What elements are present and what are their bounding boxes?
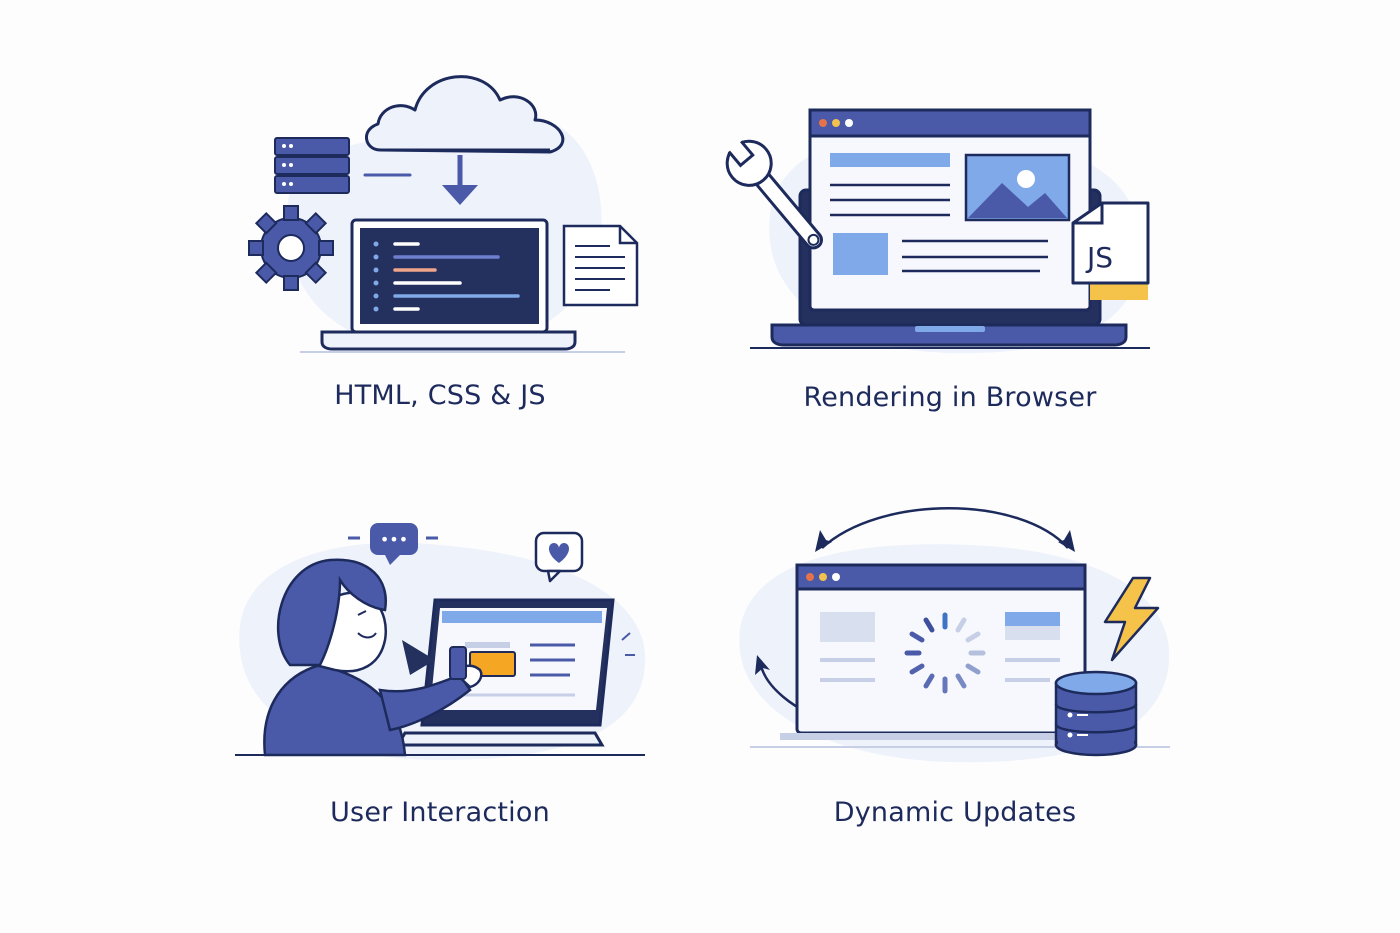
caption-dynamic-updates: Dynamic Updates (833, 797, 1077, 828)
panel-rendering-in-browser: JS Rendering in Browser (725, 95, 1170, 435)
image-icon (964, 153, 1071, 222)
gear-icon (248, 205, 334, 291)
caption-user-interaction: User Interaction (330, 797, 550, 828)
user-interaction-illustration: ••• (235, 523, 646, 760)
caption-html-css-js: HTML, CSS & JS (334, 380, 546, 411)
cloud-icon (365, 75, 565, 154)
panel-user-interaction: ••• (230, 515, 650, 845)
js-badge-text: JS (1085, 241, 1113, 274)
js-file-icon: JS (1071, 201, 1150, 300)
person-icon (263, 558, 483, 757)
cursor-icon (402, 640, 435, 675)
document-icon (562, 224, 639, 307)
dynamic-updates-illustration (739, 507, 1170, 763)
caption-rendering-in-browser: Rendering in Browser (803, 382, 1097, 413)
rendering-illustration: JS (725, 108, 1150, 354)
download-arrow-icon (442, 155, 478, 205)
panel-dynamic-updates: Dynamic Updates (730, 500, 1180, 845)
chat-dots: ••• (380, 530, 408, 549)
code-editor-icon (373, 241, 520, 312)
lightning-icon (1103, 576, 1160, 662)
panel-html-css-js: HTML, CSS & JS (230, 50, 650, 430)
html-css-js-illustration (248, 75, 639, 353)
wrench-icon (725, 139, 823, 250)
laptop-icon (300, 218, 625, 353)
browser-window-icon (750, 563, 1170, 748)
loading-spinner-icon (904, 612, 986, 694)
server-icon (274, 137, 412, 194)
chat-bubble-icon: ••• (348, 523, 438, 565)
heart-bubble-icon (534, 531, 584, 583)
database-icon (1054, 670, 1138, 757)
